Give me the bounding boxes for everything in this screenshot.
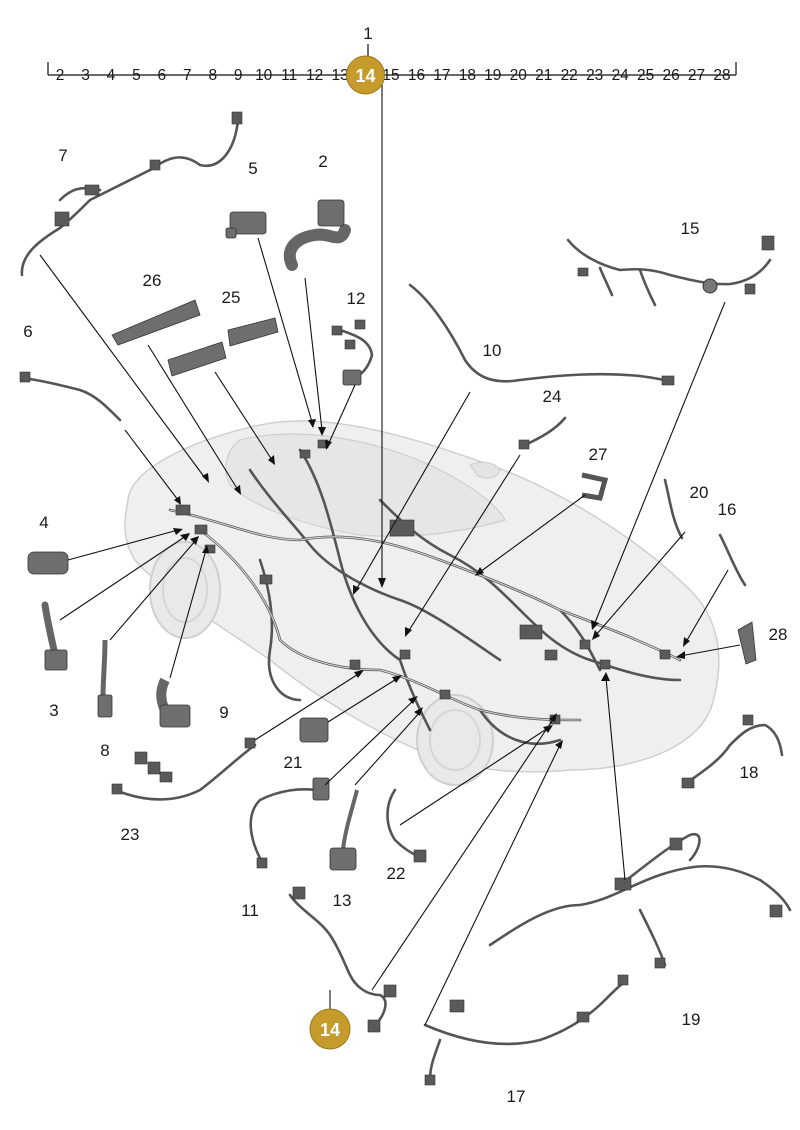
scale-number-2: 2 bbox=[56, 67, 65, 84]
part-25-bracket bbox=[167, 317, 279, 377]
part-6-harness bbox=[19, 371, 122, 422]
highlight-callout-part[interactable]: 14 bbox=[309, 990, 351, 1050]
scale-number-20: 20 bbox=[510, 67, 528, 84]
part-17-harness bbox=[423, 974, 629, 1086]
scale-number-24: 24 bbox=[612, 67, 630, 84]
label-7: 7 bbox=[58, 146, 67, 165]
scale-number-4: 4 bbox=[107, 67, 116, 84]
part-5-sensor bbox=[225, 211, 267, 239]
label-23: 23 bbox=[121, 825, 140, 844]
label-27: 27 bbox=[589, 445, 608, 464]
label-20: 20 bbox=[690, 483, 709, 502]
scale-number-26: 26 bbox=[662, 67, 679, 84]
part-4-sensor bbox=[27, 551, 69, 575]
label-9: 9 bbox=[219, 703, 228, 722]
part-9-sensor bbox=[156, 677, 191, 728]
part-13-sensor bbox=[329, 789, 359, 871]
part-16-tube bbox=[718, 533, 747, 587]
part-21-connector bbox=[299, 717, 329, 743]
label-4: 4 bbox=[39, 513, 48, 532]
scale-number-25: 25 bbox=[637, 67, 654, 84]
highlight-badge-part[interactable] bbox=[309, 1008, 351, 1050]
leader-lines bbox=[39, 80, 741, 1026]
part-10-harness bbox=[408, 283, 675, 386]
scale-number-17: 17 bbox=[433, 67, 450, 84]
label-22: 22 bbox=[387, 864, 406, 883]
car-body bbox=[124, 420, 720, 786]
scale-number-6: 6 bbox=[157, 67, 166, 84]
part-19-harness bbox=[488, 832, 792, 969]
scale-number-9: 9 bbox=[234, 67, 243, 84]
part-labels: 2 3 4 5 6 7 8 9 10 11 12 13 15 16 17 18 … bbox=[23, 146, 787, 1106]
main-harness bbox=[168, 439, 682, 745]
label-11: 11 bbox=[241, 901, 259, 920]
scale-number-27: 27 bbox=[688, 67, 705, 84]
part-20-tube bbox=[663, 478, 684, 540]
label-25: 25 bbox=[222, 288, 241, 307]
part-15-harness bbox=[566, 235, 775, 307]
part-28-bracket bbox=[737, 621, 757, 665]
part-18-harness bbox=[681, 714, 784, 789]
highlight-label-part: 14 bbox=[320, 1020, 340, 1040]
scale-number-18: 18 bbox=[459, 67, 476, 84]
label-13: 13 bbox=[333, 891, 352, 910]
label-18: 18 bbox=[740, 763, 759, 782]
label-17: 17 bbox=[507, 1087, 526, 1106]
label-15: 15 bbox=[681, 219, 700, 238]
scale-number-19: 19 bbox=[484, 67, 501, 84]
label-28: 28 bbox=[769, 625, 788, 644]
part-12-connectors bbox=[331, 319, 374, 386]
label-5: 5 bbox=[248, 159, 257, 178]
scale-number-23: 23 bbox=[586, 67, 603, 84]
part-23-harness bbox=[111, 737, 257, 801]
label-8: 8 bbox=[100, 741, 109, 760]
part-22-cable bbox=[386, 788, 427, 863]
part-26-bracket bbox=[111, 299, 201, 346]
scale-number-12: 12 bbox=[306, 67, 323, 84]
label-10: 10 bbox=[483, 341, 502, 360]
scale-number-28: 28 bbox=[713, 67, 730, 84]
scale-number-16: 16 bbox=[408, 67, 425, 84]
part-24-cable bbox=[518, 416, 567, 450]
part-11-harness bbox=[249, 777, 330, 869]
label-21: 21 bbox=[284, 753, 303, 772]
leader-arrowheads bbox=[173, 419, 690, 749]
scale-number-5: 5 bbox=[132, 67, 141, 84]
part-27-bracket bbox=[581, 472, 609, 501]
scale-number-22: 22 bbox=[561, 67, 578, 84]
label-16: 16 bbox=[718, 500, 737, 519]
highlight-label-top: 14 bbox=[355, 66, 375, 86]
label-26: 26 bbox=[143, 271, 162, 290]
part-3-sensor bbox=[41, 601, 68, 671]
highlight-badge-top[interactable] bbox=[346, 55, 385, 95]
label-3: 3 bbox=[49, 701, 58, 720]
index-scale: 1 23456789101112131415161718192021222324… bbox=[47, 24, 737, 84]
label-12: 12 bbox=[347, 289, 366, 308]
part-7-harness bbox=[20, 111, 243, 277]
part-8-sensor bbox=[97, 639, 113, 718]
highlight-callout-top[interactable]: 14 bbox=[346, 55, 385, 95]
part-2-hose bbox=[283, 199, 351, 271]
label-19: 19 bbox=[682, 1010, 701, 1029]
part-14-harness bbox=[288, 886, 397, 1033]
label-24: 24 bbox=[543, 387, 562, 406]
scale-number-15: 15 bbox=[382, 67, 399, 84]
label-2: 2 bbox=[318, 152, 327, 171]
scale-number-21: 21 bbox=[535, 67, 552, 84]
scale-number-8: 8 bbox=[208, 67, 217, 84]
scale-number-3: 3 bbox=[81, 67, 90, 84]
scale-number-13: 13 bbox=[331, 67, 348, 84]
label-6: 6 bbox=[23, 322, 32, 341]
scale-number-11: 11 bbox=[281, 67, 297, 84]
scale-top-label: 1 bbox=[363, 24, 372, 43]
scale-number-10: 10 bbox=[255, 67, 273, 84]
scale-number-7: 7 bbox=[183, 67, 192, 84]
